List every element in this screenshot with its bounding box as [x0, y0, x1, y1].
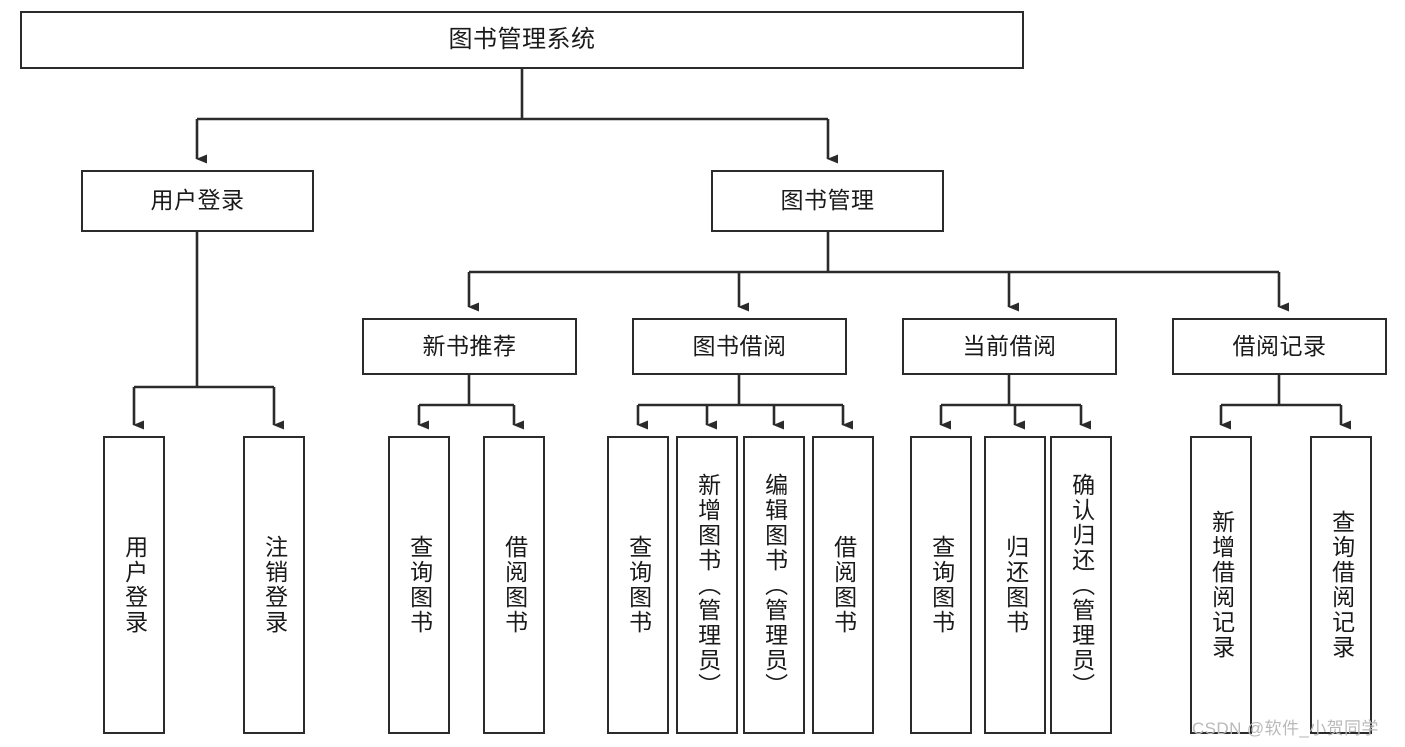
node-label: 用户登录 — [150, 187, 245, 214]
node-label: 图书管理系统 — [448, 25, 596, 53]
node-label: 借阅记录 — [1232, 332, 1327, 359]
node-label: 图书管理 — [780, 187, 875, 214]
node-book-manage[interactable]: 图书管理 — [711, 170, 944, 232]
watermark-text: CSDN @软件_小贺同学 — [1192, 719, 1379, 738]
node-leaf-add-record[interactable]: 新增借阅记录 — [1190, 436, 1252, 734]
node-label: 查询图书 — [625, 535, 652, 635]
node-label: 新增借阅记录 — [1208, 510, 1235, 660]
node-label: 当前借阅 — [962, 332, 1057, 359]
node-leaf-query-book-rec[interactable]: 查询图书 — [388, 436, 450, 734]
node-leaf-add-book[interactable]: 新增图书（管理员） — [676, 436, 738, 734]
node-leaf-borrow-book[interactable]: 借阅图书 — [812, 436, 874, 734]
node-label: 图书借阅 — [692, 332, 787, 359]
node-label: 归还图书 — [1002, 535, 1029, 635]
node-leaf-query-record[interactable]: 查询借阅记录 — [1310, 436, 1372, 734]
node-root[interactable]: 图书管理系统 — [20, 11, 1024, 69]
node-label: 查询图书 — [406, 535, 433, 635]
node-user-login[interactable]: 用户登录 — [81, 170, 314, 232]
node-label: 用户登录 — [121, 535, 148, 635]
node-borrow-record[interactable]: 借阅记录 — [1172, 318, 1387, 375]
node-label: 编辑图书（管理员） — [761, 472, 788, 698]
node-book-borrow[interactable]: 图书借阅 — [632, 318, 847, 375]
node-leaf-return-book[interactable]: 归还图书 — [984, 436, 1046, 734]
node-label: 查询借阅记录 — [1328, 510, 1355, 660]
node-label: 借阅图书 — [501, 535, 528, 635]
node-new-book-recommend[interactable]: 新书推荐 — [362, 318, 577, 375]
node-label: 借阅图书 — [830, 535, 857, 635]
node-label: 注销登录 — [261, 535, 288, 635]
node-leaf-user-login[interactable]: 用户登录 — [103, 436, 165, 734]
node-label: 新增图书（管理员） — [694, 472, 721, 698]
node-leaf-query-book[interactable]: 查询图书 — [607, 436, 669, 734]
node-leaf-logout[interactable]: 注销登录 — [243, 436, 305, 734]
node-leaf-edit-book[interactable]: 编辑图书（管理员） — [743, 436, 805, 734]
node-label: 确认归还（管理员） — [1068, 472, 1095, 698]
node-leaf-confirm-return[interactable]: 确认归还（管理员） — [1050, 436, 1112, 734]
node-current-borrow[interactable]: 当前借阅 — [902, 318, 1117, 375]
node-leaf-borrow-book-rec[interactable]: 借阅图书 — [483, 436, 545, 734]
node-label: 查询图书 — [928, 535, 955, 635]
node-leaf-query-book-cur[interactable]: 查询图书 — [910, 436, 972, 734]
node-label: 新书推荐 — [422, 332, 517, 359]
